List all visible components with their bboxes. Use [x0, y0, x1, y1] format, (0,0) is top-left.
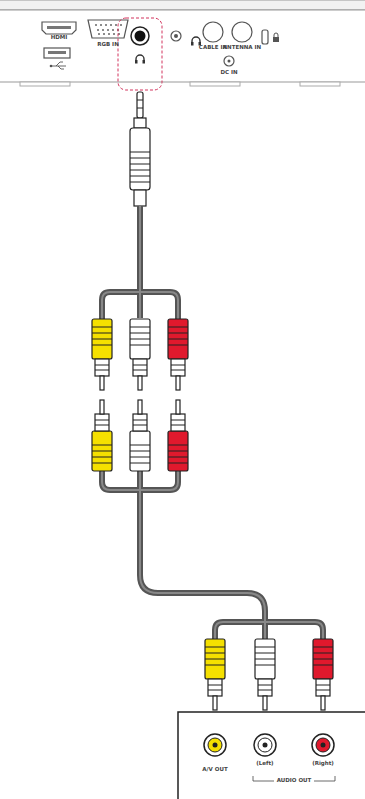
jack-label: A/V OUT: [202, 767, 227, 773]
jack-label: (Right): [312, 761, 334, 767]
port-label: RGB IN: [97, 42, 119, 48]
jack-group-label: AUDIO OUT: [277, 778, 312, 784]
jack-label: (Left): [256, 761, 273, 767]
port-label: ANTENNA IN: [223, 45, 261, 51]
port-label: HDMI: [51, 35, 68, 41]
port-label: DC IN: [220, 70, 237, 76]
